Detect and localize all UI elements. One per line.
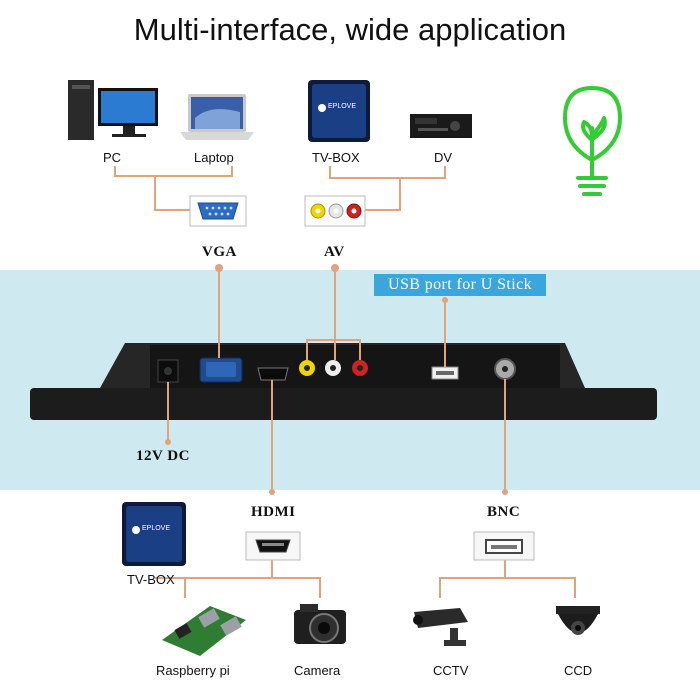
connector-lines bbox=[114, 166, 576, 598]
vga-label: VGA bbox=[202, 244, 237, 260]
bnc-label: BNC bbox=[487, 504, 521, 520]
laptop-icon bbox=[180, 94, 254, 140]
usb-port bbox=[431, 366, 459, 380]
dvd-player-icon bbox=[410, 114, 472, 138]
tvbox-brand-bottom: EPLOVE bbox=[142, 525, 171, 532]
hdmi-label: HDMI bbox=[251, 504, 296, 520]
dc-label: 12V DC bbox=[136, 448, 190, 464]
hdmi-port bbox=[257, 367, 289, 381]
hdmi-connector-icon bbox=[245, 531, 301, 561]
bnc-port bbox=[494, 358, 516, 380]
av-ports bbox=[299, 360, 368, 376]
av-connector-icon bbox=[304, 195, 366, 227]
tv-box-icon bbox=[308, 80, 370, 142]
dome-camera-icon bbox=[556, 606, 600, 635]
vga-connector-icon bbox=[189, 195, 247, 227]
raspberry-pi-label: Raspberry pi bbox=[156, 663, 230, 678]
camera-label: Camera bbox=[294, 663, 341, 678]
vga-port bbox=[199, 357, 243, 383]
connector-dots bbox=[165, 264, 508, 495]
dv-label: DV bbox=[434, 150, 453, 165]
laptop-label: Laptop bbox=[194, 150, 234, 165]
dc-port bbox=[157, 359, 179, 383]
camera-icon bbox=[294, 604, 346, 644]
page-title: Multi-interface, wide application bbox=[133, 12, 567, 47]
cctv-label: CCTV bbox=[433, 663, 469, 678]
tvbox-label-top: TV-BOX bbox=[312, 150, 360, 165]
tvbox-label-bottom: TV-BOX bbox=[127, 572, 175, 587]
ccd-label: CCD bbox=[564, 663, 593, 678]
desktop-pc-icon bbox=[68, 80, 158, 140]
tvbox-brand-top: EPLOVE bbox=[328, 103, 357, 110]
av-label: AV bbox=[324, 244, 345, 260]
cctv-camera-icon bbox=[413, 608, 468, 646]
raspberry-pi-board-icon bbox=[162, 606, 246, 656]
tv-box-icon bbox=[122, 502, 186, 566]
usb-port-tag: USB port for U Stick bbox=[374, 274, 546, 296]
lightbulb-icon bbox=[563, 86, 622, 196]
bnc-connector-icon bbox=[473, 531, 535, 561]
pc-label: PC bbox=[103, 150, 122, 165]
monitor-back-panel bbox=[30, 343, 657, 420]
